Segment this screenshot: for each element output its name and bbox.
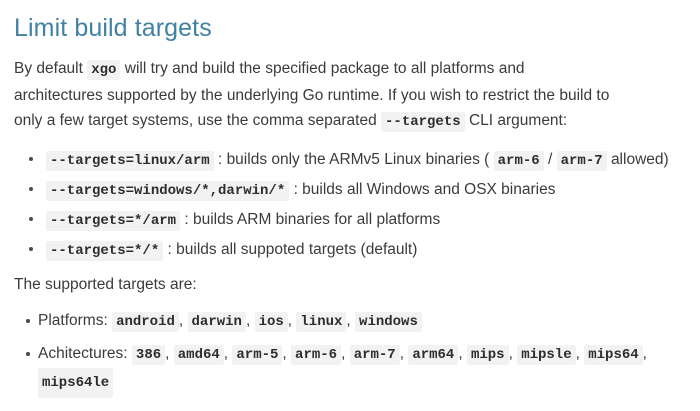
example-text-after-0: allowed)	[610, 151, 669, 168]
supported-targets-list: Platforms: android, darwin, ios, linux, …	[14, 308, 686, 398]
intro-paragraph: By default xgo will try and build the sp…	[14, 56, 614, 135]
inline-code-targets-flag: --targets	[381, 112, 465, 132]
example-inline-sep-0: /	[547, 151, 553, 168]
platform-value-android: android	[112, 312, 179, 332]
platform-value-ios: ios	[254, 312, 288, 332]
arch-value-386: 386	[131, 345, 166, 365]
architectures-label: Achitectures:	[38, 345, 128, 362]
list-item: Achitectures: 386, amd64, arm-5, arm-6, …	[14, 341, 686, 398]
supported-targets-intro: The supported targets are:	[14, 276, 197, 293]
example-inline-code-0-0: arm-6	[493, 151, 544, 171]
example-text-before-1: : builds all Windows and OSX binaries	[293, 181, 556, 198]
targets-examples-list: --targets=linux/arm : builds only the AR…	[14, 149, 686, 262]
arch-value-mipsle: mipsle	[517, 345, 576, 365]
arch-value-arm-6: arm-6	[291, 345, 342, 365]
arch-value-arm-7: arm-7	[349, 345, 400, 365]
page-title: Limit build targets	[14, 14, 212, 42]
list-item: --targets=linux/arm : builds only the AR…	[14, 149, 686, 172]
example-text-before-3: : builds all suppoted targets (default)	[167, 241, 418, 258]
intro-text-segment-3: CLI argument:	[468, 112, 568, 129]
list-item: Platforms: android, darwin, ios, linux, …	[14, 308, 686, 335]
intro-text-segment-1: By default	[14, 60, 83, 77]
list-item: --targets=*/arm : builds ARM binaries fo…	[14, 209, 686, 232]
arch-value-arm-5: arm-5	[232, 345, 283, 365]
arch-value-amd64: amd64	[173, 345, 224, 365]
list-item: --targets=windows/*,darwin/* : builds al…	[14, 179, 686, 202]
arch-value-mips64le: mips64le	[38, 368, 114, 398]
example-code-3: --targets=*/*	[46, 241, 164, 261]
example-code-0: --targets=linux/arm	[46, 151, 214, 171]
list-item: --targets=*/* : builds all suppoted targ…	[14, 239, 686, 262]
bullet-dot-icon	[29, 247, 33, 251]
bullet-dot-icon	[26, 319, 30, 323]
arch-value-mips: mips	[466, 345, 509, 365]
bullet-dot-icon	[29, 157, 33, 161]
arch-value-arm64: arm64	[408, 345, 459, 365]
bullet-dot-icon	[26, 352, 30, 356]
example-inline-code-0-1: arm-7	[556, 151, 607, 171]
example-code-1: --targets=windows/*,darwin/*	[46, 181, 290, 201]
example-text-before-0: : builds only the ARMv5 Linux binaries (	[217, 151, 490, 168]
platform-value-darwin: darwin	[187, 312, 246, 332]
platform-value-linux: linux	[296, 312, 347, 332]
intro-text-segment-2: will try and build the specified package…	[14, 60, 610, 129]
inline-code-xgo: xgo	[87, 60, 121, 80]
platform-value-windows: windows	[355, 312, 422, 332]
example-code-2: --targets=*/arm	[46, 211, 181, 231]
bullet-dot-icon	[29, 187, 33, 191]
platforms-label: Platforms:	[38, 312, 108, 329]
bullet-dot-icon	[29, 217, 33, 221]
example-text-before-2: : builds ARM binaries for all platforms	[184, 211, 441, 228]
arch-value-mips64: mips64	[584, 345, 643, 365]
